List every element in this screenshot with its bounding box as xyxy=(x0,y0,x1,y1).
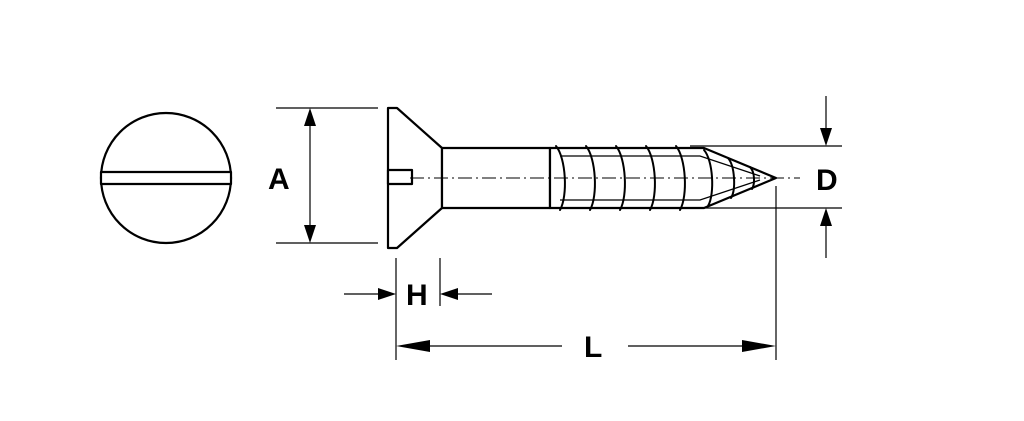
label-d: D xyxy=(816,164,838,197)
arrow-up-icon xyxy=(820,208,832,226)
thread-lines xyxy=(555,145,761,211)
dimension-l: L xyxy=(396,186,777,364)
arrow-up-icon xyxy=(304,108,316,126)
arrow-left-icon xyxy=(396,340,430,352)
label-l: L xyxy=(584,331,602,364)
arrow-right-icon xyxy=(742,340,776,352)
dimension-d: D xyxy=(690,96,842,258)
dimension-a: A xyxy=(268,107,378,244)
arrow-down-icon xyxy=(304,225,316,243)
dimension-h: H xyxy=(344,258,492,360)
arrow-right-icon xyxy=(378,288,396,300)
label-a: A xyxy=(268,163,290,196)
side-slot xyxy=(386,168,414,186)
head-slot xyxy=(99,170,233,186)
head-end-view xyxy=(99,111,233,245)
arrow-left-icon xyxy=(440,288,458,300)
label-h: H xyxy=(406,279,428,312)
screw-side-view xyxy=(386,106,800,250)
arrow-down-icon xyxy=(820,128,832,146)
